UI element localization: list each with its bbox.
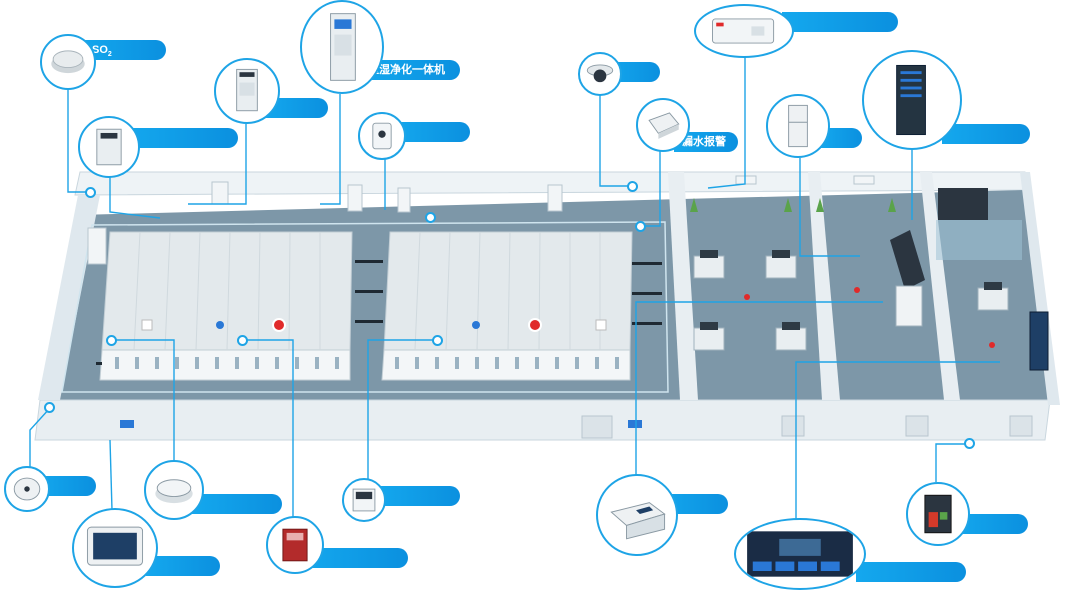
purifier-label: 恒湿净化一体机 <box>360 60 460 80</box>
wall-device <box>211 181 229 205</box>
connector-dot <box>44 402 55 413</box>
purifier-cabinet-icon <box>300 0 384 94</box>
floor-strip <box>632 322 662 325</box>
wall-device <box>87 227 107 265</box>
touch-panel-icon <box>72 508 158 588</box>
console-desk-icon <box>596 474 678 556</box>
floor-strip <box>632 292 662 295</box>
wall-screen <box>1029 311 1049 371</box>
floor-strip <box>355 260 383 263</box>
front-panel <box>628 420 642 428</box>
wall-ac-label <box>782 12 898 32</box>
office-red-indicator <box>989 342 995 348</box>
monitor-dashboard-icon <box>734 518 866 590</box>
floor-strip <box>96 362 102 365</box>
connector-dot <box>237 335 248 346</box>
connector-dot <box>635 221 646 232</box>
rack-block-2-front <box>381 349 631 381</box>
wall-device <box>853 175 875 185</box>
front-door <box>781 415 805 437</box>
connector-dot <box>627 181 638 192</box>
floor-strip <box>355 290 383 293</box>
dark-cabinet <box>890 230 925 290</box>
smoke-label <box>192 494 282 514</box>
connector-dot <box>85 187 96 198</box>
partition-wall-1 <box>668 172 698 400</box>
fridge-label <box>820 128 862 148</box>
wall-device <box>735 175 757 185</box>
server-rack-icon <box>862 50 962 150</box>
rack-blue-indicator <box>216 321 224 329</box>
server-room-glass <box>936 220 1022 260</box>
wall-device <box>347 184 363 212</box>
rack-red-indicator <box>528 318 542 332</box>
rack-block-1-front <box>99 349 351 381</box>
wall-device <box>547 184 563 212</box>
rack-blue-indicator <box>472 321 480 329</box>
so2-sensor-icon <box>40 34 96 90</box>
dehumidifier-label <box>262 98 328 118</box>
front-panel <box>120 420 134 428</box>
floor-strip <box>632 262 662 265</box>
connector-dot <box>432 335 443 346</box>
precision-ac-icon <box>78 116 140 178</box>
leak-alarm-icon <box>636 98 690 152</box>
front-wall <box>34 399 1051 441</box>
ceiling-sensor-icon <box>4 466 50 512</box>
temperature-humidity-icon <box>342 478 386 522</box>
wall-ac-icon <box>694 4 794 58</box>
rack-red-indicator <box>272 318 286 332</box>
dehumidifier-icon <box>214 58 280 124</box>
power-cabinet-icon <box>906 482 970 546</box>
smoke-detector-icon <box>144 460 204 520</box>
left-wall <box>38 195 100 400</box>
thermo-label <box>376 486 460 506</box>
partition-wall-2 <box>808 172 840 400</box>
touch-panel-label <box>146 556 220 576</box>
partition-wall-3 <box>920 172 960 400</box>
front-door <box>1009 415 1033 437</box>
office-red-indicator <box>854 287 860 293</box>
dome-camera-icon <box>578 52 622 96</box>
server-room-cabinet <box>938 188 988 220</box>
connector-dot <box>106 335 117 346</box>
rack-white-indicator <box>141 319 153 331</box>
wall-sensor-icon <box>358 112 406 160</box>
wall-sensor-label <box>392 122 470 142</box>
floor-strip <box>355 320 383 323</box>
floor-guide-line <box>61 221 669 393</box>
ceiling-sensor-label <box>36 476 96 496</box>
fire-panel-label <box>302 548 408 568</box>
front-door <box>581 415 613 439</box>
leak-label: 漏水报警 <box>674 132 738 152</box>
office-red-indicator <box>744 294 750 300</box>
front-door <box>905 415 929 437</box>
power-label <box>952 514 1028 534</box>
console-terminal <box>895 285 923 327</box>
rack-white-indicator <box>595 319 607 331</box>
right-wall <box>1020 172 1060 405</box>
so2-label: SO2 <box>76 40 166 60</box>
ac-unit-label <box>124 128 238 148</box>
screen-label <box>856 562 966 582</box>
cabinet-fridge-icon <box>766 94 830 158</box>
connector-dot <box>425 212 436 223</box>
wall-device <box>397 187 411 213</box>
fire-panel-icon <box>266 516 324 574</box>
connector-dot <box>964 438 975 449</box>
server-rack-label <box>942 124 1030 144</box>
